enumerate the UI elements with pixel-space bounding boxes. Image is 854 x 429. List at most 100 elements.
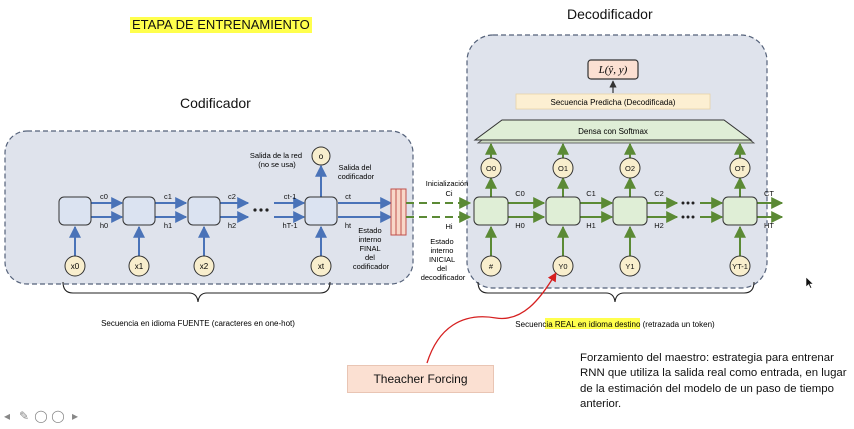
encoder-output-label-line: codificador — [338, 172, 375, 181]
decoder-h-label: H0 — [515, 221, 525, 230]
final-state-label: Estado interno FINAL del codificador — [353, 226, 390, 271]
initial-state-label-line: decodificador — [421, 273, 466, 282]
dense-softmax-label: Densa con Softmax — [578, 127, 648, 136]
loss-label: L(ŷ, y) — [598, 64, 628, 76]
teacher-forcing-note: Forzamiento del maestro: estrategia para… — [580, 352, 847, 411]
encoder-h-label: h2 — [228, 221, 236, 230]
initial-state-label-line: del — [437, 264, 447, 273]
decoder-cells — [473, 196, 758, 226]
decoder-cell — [545, 196, 581, 226]
decoder-output-label: OT — [735, 164, 746, 173]
bridge-c-label: Ci — [445, 189, 452, 198]
decoder-input-label: Y1 — [625, 262, 634, 271]
loss-box — [587, 59, 639, 80]
initial-state-label-line: INICIAL — [429, 255, 455, 264]
encoder-ellipsis — [253, 208, 269, 212]
decoder-output-label: O2 — [625, 164, 635, 173]
page-title: ETAPA DE ENTRENAMIENTO — [130, 17, 312, 33]
encoder-h-label: hT-1 — [282, 221, 297, 230]
decoder-h-label: H1 — [586, 221, 596, 230]
final-state-label-line: interno — [358, 235, 381, 244]
target-caption-before: Secuencia — [515, 320, 555, 329]
decoder-cell — [473, 196, 509, 226]
network-output-label-line: (no se usa) — [258, 160, 296, 169]
predicted-sequence-box — [515, 93, 711, 110]
network-output-node-label: o — [319, 152, 324, 161]
final-state-label-line: FINAL — [359, 244, 380, 253]
decoder-cell — [722, 196, 758, 226]
decoder-ellipsis — [681, 201, 695, 219]
encoder-h-label: ht — [345, 221, 352, 230]
initial-state-label-line: Estado — [430, 237, 453, 246]
decoder-state-arrows — [508, 197, 784, 223]
network-output-node — [311, 146, 331, 166]
encoder-input-label: x0 — [71, 262, 80, 271]
decoder-output-nodes — [480, 157, 751, 179]
encoder-input-nodes — [64, 255, 332, 277]
encoder-input-brace — [62, 281, 331, 303]
bridge-h-label: Hi — [445, 222, 452, 231]
toolbar-prev-icon[interactable]: ◂ — [3, 409, 11, 423]
encoder-c-label: c0 — [100, 192, 108, 201]
decoder-vertical-arrows — [485, 142, 746, 256]
toolbar-next-icon[interactable]: ▸ — [71, 409, 79, 423]
encoder-state-arrows — [69, 164, 393, 256]
toolbar-pen-icon[interactable]: ✎ — [18, 409, 30, 423]
encoder-c-label: c1 — [164, 192, 172, 201]
decoder-input-brace — [477, 281, 755, 303]
decoder-input-nodes — [480, 255, 751, 277]
network-output-label-line: Salida de la red — [250, 151, 302, 160]
arrow-cursor-icon — [805, 276, 814, 289]
toolbar-zoom-icon[interactable]: ◯ — [51, 409, 65, 423]
decoder-input-label: # — [489, 262, 494, 271]
decoder-c-label: C2 — [654, 189, 664, 198]
slide-toolbar: ◂ ✎ ◯ ◯ ▸ — [0, 408, 82, 424]
decoder-heading: Decodificador — [567, 6, 653, 22]
encoder-cell — [122, 196, 156, 226]
encoder-c-label: ct — [345, 192, 352, 201]
encoder-h-label: h1 — [164, 221, 172, 230]
source-sequence-caption: Secuencia en idioma FUENTE (caracteres e… — [101, 319, 295, 328]
decoder-cell — [612, 196, 648, 226]
final-state-label-line: del — [365, 253, 375, 262]
encoder-h-label: h0 — [100, 221, 108, 230]
decoder-c-label: C1 — [586, 189, 596, 198]
toolbar-circle-icon[interactable]: ◯ — [34, 409, 48, 423]
encoder-cell — [58, 196, 92, 226]
encoder-c-label: c2 — [228, 192, 236, 201]
target-sequence-caption: Secuencia REAL en idioma destino (retraz… — [515, 320, 715, 329]
encoder-cells — [58, 196, 338, 226]
final-state-label-line: Estado — [358, 226, 381, 235]
teacher-forcing-box: Theacher Forcing — [347, 365, 494, 393]
predicted-sequence-label: Secuencia Predicha (Decodificada) — [551, 98, 676, 107]
decoder-c-label: C0 — [515, 189, 525, 198]
initial-state-label: Estado interno INICIAL del decodificador — [421, 237, 466, 282]
encoder-final-state-vector — [390, 188, 407, 236]
target-caption-highlight-bg — [545, 318, 640, 329]
decoder-output-label: O1 — [558, 164, 568, 173]
encoder-output-label: Salida del codificador — [338, 163, 375, 181]
decoder-h-label: HT — [764, 221, 774, 230]
target-caption-highlight: REAL en idioma destino — [555, 320, 641, 329]
target-caption-after: (retrazada un token) — [640, 320, 715, 329]
dense-softmax-layer — [473, 119, 753, 141]
decoder-input-label: Y0 — [558, 262, 567, 271]
decoder-output-label: O0 — [486, 164, 496, 173]
network-output-label: Salida de la red (no se usa) — [250, 151, 304, 169]
decoder-input-label: YT-1 — [732, 262, 748, 271]
encoder-c-label: ct-1 — [284, 192, 297, 201]
encoder-input-label: xt — [318, 262, 325, 271]
bridge-arrows — [406, 197, 472, 223]
bridge-init-label: Inicialización — [426, 179, 469, 188]
encoder-input-label: x2 — [200, 262, 209, 271]
encoder-cell — [187, 196, 221, 226]
teacher-forcing-arrow — [426, 272, 557, 364]
encoder-cell — [304, 196, 338, 226]
final-state-label-line: codificador — [353, 262, 390, 271]
initial-state-label-line: interno — [430, 246, 453, 255]
decoder-c-label: CT — [764, 189, 774, 198]
encoder-output-label-line: Salida del — [338, 163, 371, 172]
encoder-input-label: x1 — [135, 262, 144, 271]
